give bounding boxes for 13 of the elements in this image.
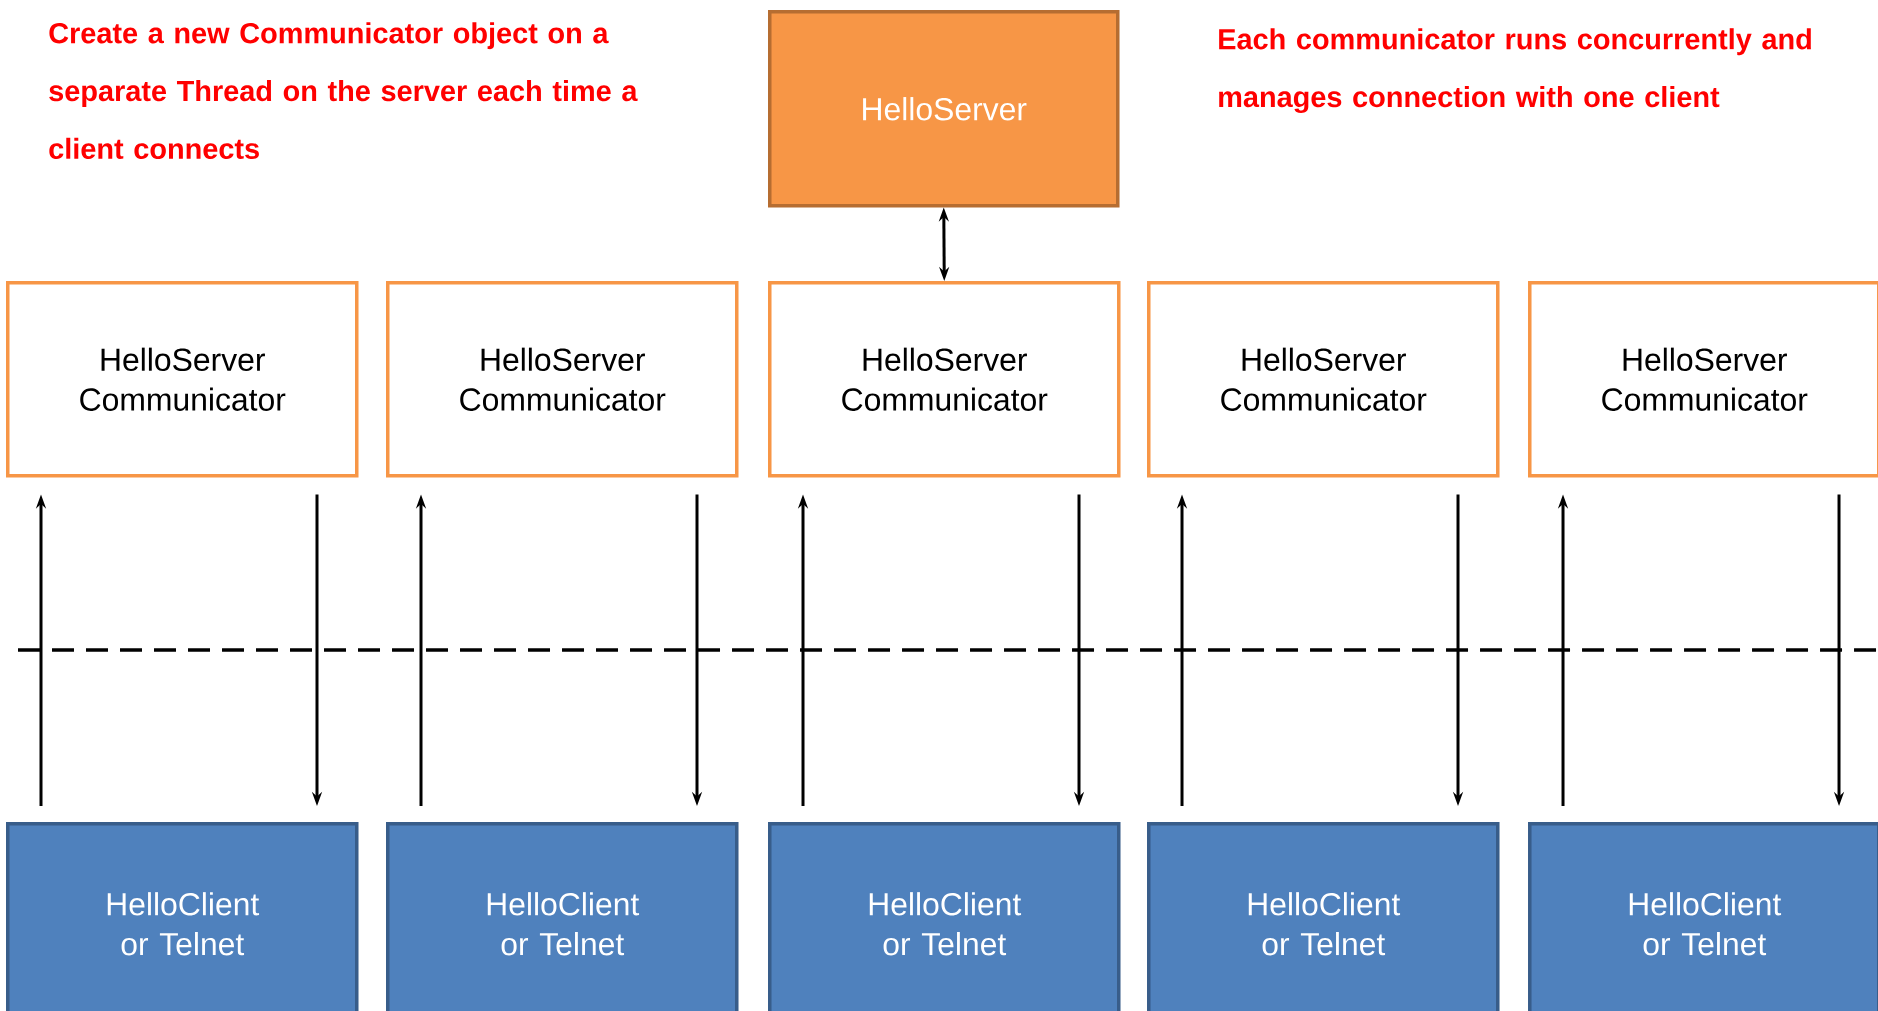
client-box: HelloClient or Telnet <box>386 822 739 1011</box>
note-text: Create a new Communicator object on a separate Thread on the server each time a client connects <box>49 22 638 159</box>
client-box: HelloClient or Telnet <box>1528 822 1878 1011</box>
communicator-box: HelloServer Communicator <box>1528 281 1878 478</box>
communicator-box: HelloServer Communicator <box>768 281 1121 478</box>
note-text: Each communicator runs concurrently and manages connection with one client <box>1219 28 1811 114</box>
client-box: HelloClient or Telnet <box>768 822 1121 1011</box>
communicator-box: HelloServer Communicator <box>386 281 739 478</box>
client-box: HelloClient or Telnet <box>6 822 359 1011</box>
client-box: HelloClient or Telnet <box>1147 822 1500 1011</box>
server-box: HelloServer <box>768 10 1120 208</box>
communicator-box: HelloServer Communicator <box>6 281 359 478</box>
communicator-box: HelloServer Communicator <box>1147 281 1500 478</box>
